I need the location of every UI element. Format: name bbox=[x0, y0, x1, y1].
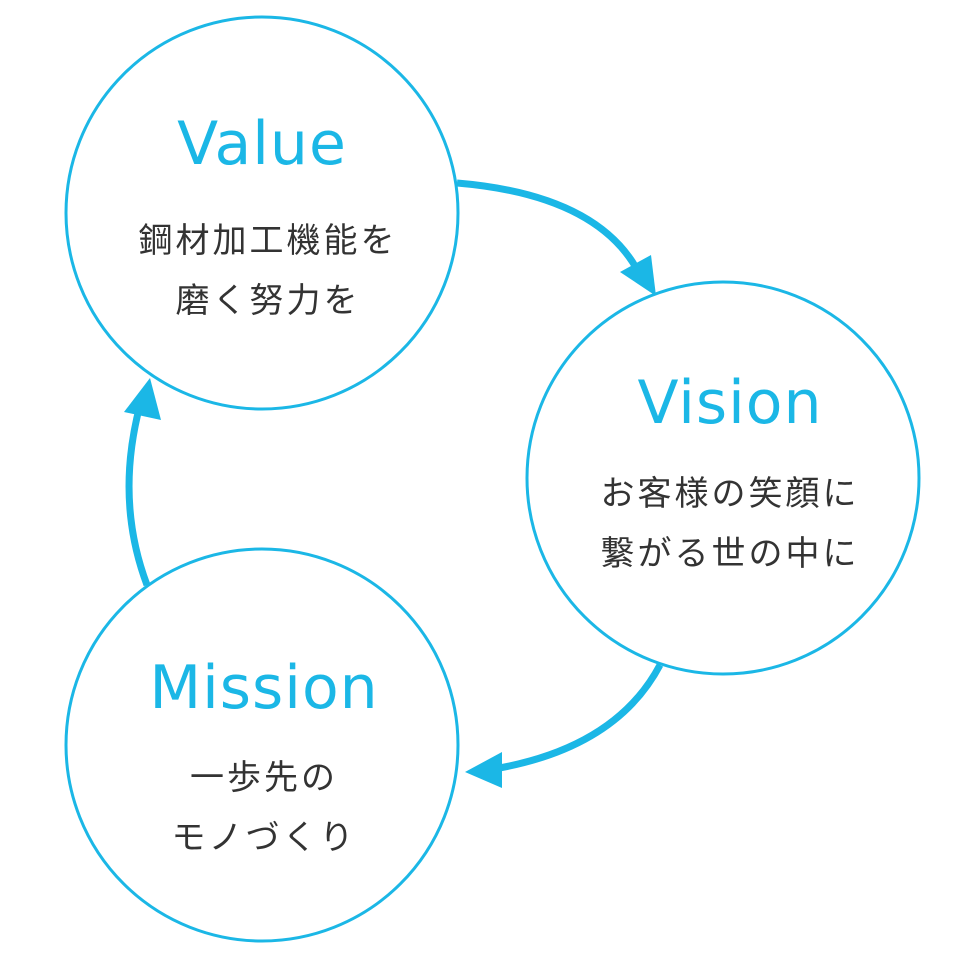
mission-node: Mission 一歩先の モノづくり bbox=[64, 547, 460, 943]
value-text-line-2: 磨く努力を bbox=[176, 281, 361, 321]
mission-title: Mission bbox=[149, 653, 378, 723]
arrow-mission-to-value-head bbox=[124, 378, 161, 420]
arrow-value-to-vision-head bbox=[620, 255, 656, 296]
arrow-vision-to-mission bbox=[487, 663, 664, 774]
value-text-line-1: 鋼材加工機能を bbox=[139, 221, 398, 261]
arrow-value-to-vision bbox=[456, 179, 644, 277]
value-title: Value bbox=[177, 109, 347, 179]
mission-text-line-2: モノづくり bbox=[172, 818, 357, 858]
vision-node: Vision お客様の笑顔に 繋がる世の中に bbox=[525, 280, 921, 676]
vision-circle bbox=[525, 280, 921, 676]
arrow-mission-to-value bbox=[125, 404, 151, 587]
value-node: Value 鋼材加工機能を 磨く努力を bbox=[64, 15, 460, 411]
cycle-arrows bbox=[124, 179, 664, 788]
mission-text-line-1: 一歩先の bbox=[190, 758, 338, 798]
vision-text-line-2: 繋がる世の中に bbox=[601, 534, 860, 574]
vision-text-line-1: お客様の笑顔に bbox=[601, 474, 860, 514]
value-circle bbox=[64, 15, 460, 411]
vision-title: Vision bbox=[637, 368, 822, 438]
mission-circle bbox=[64, 547, 460, 943]
arrow-vision-to-mission-head bbox=[465, 752, 502, 788]
